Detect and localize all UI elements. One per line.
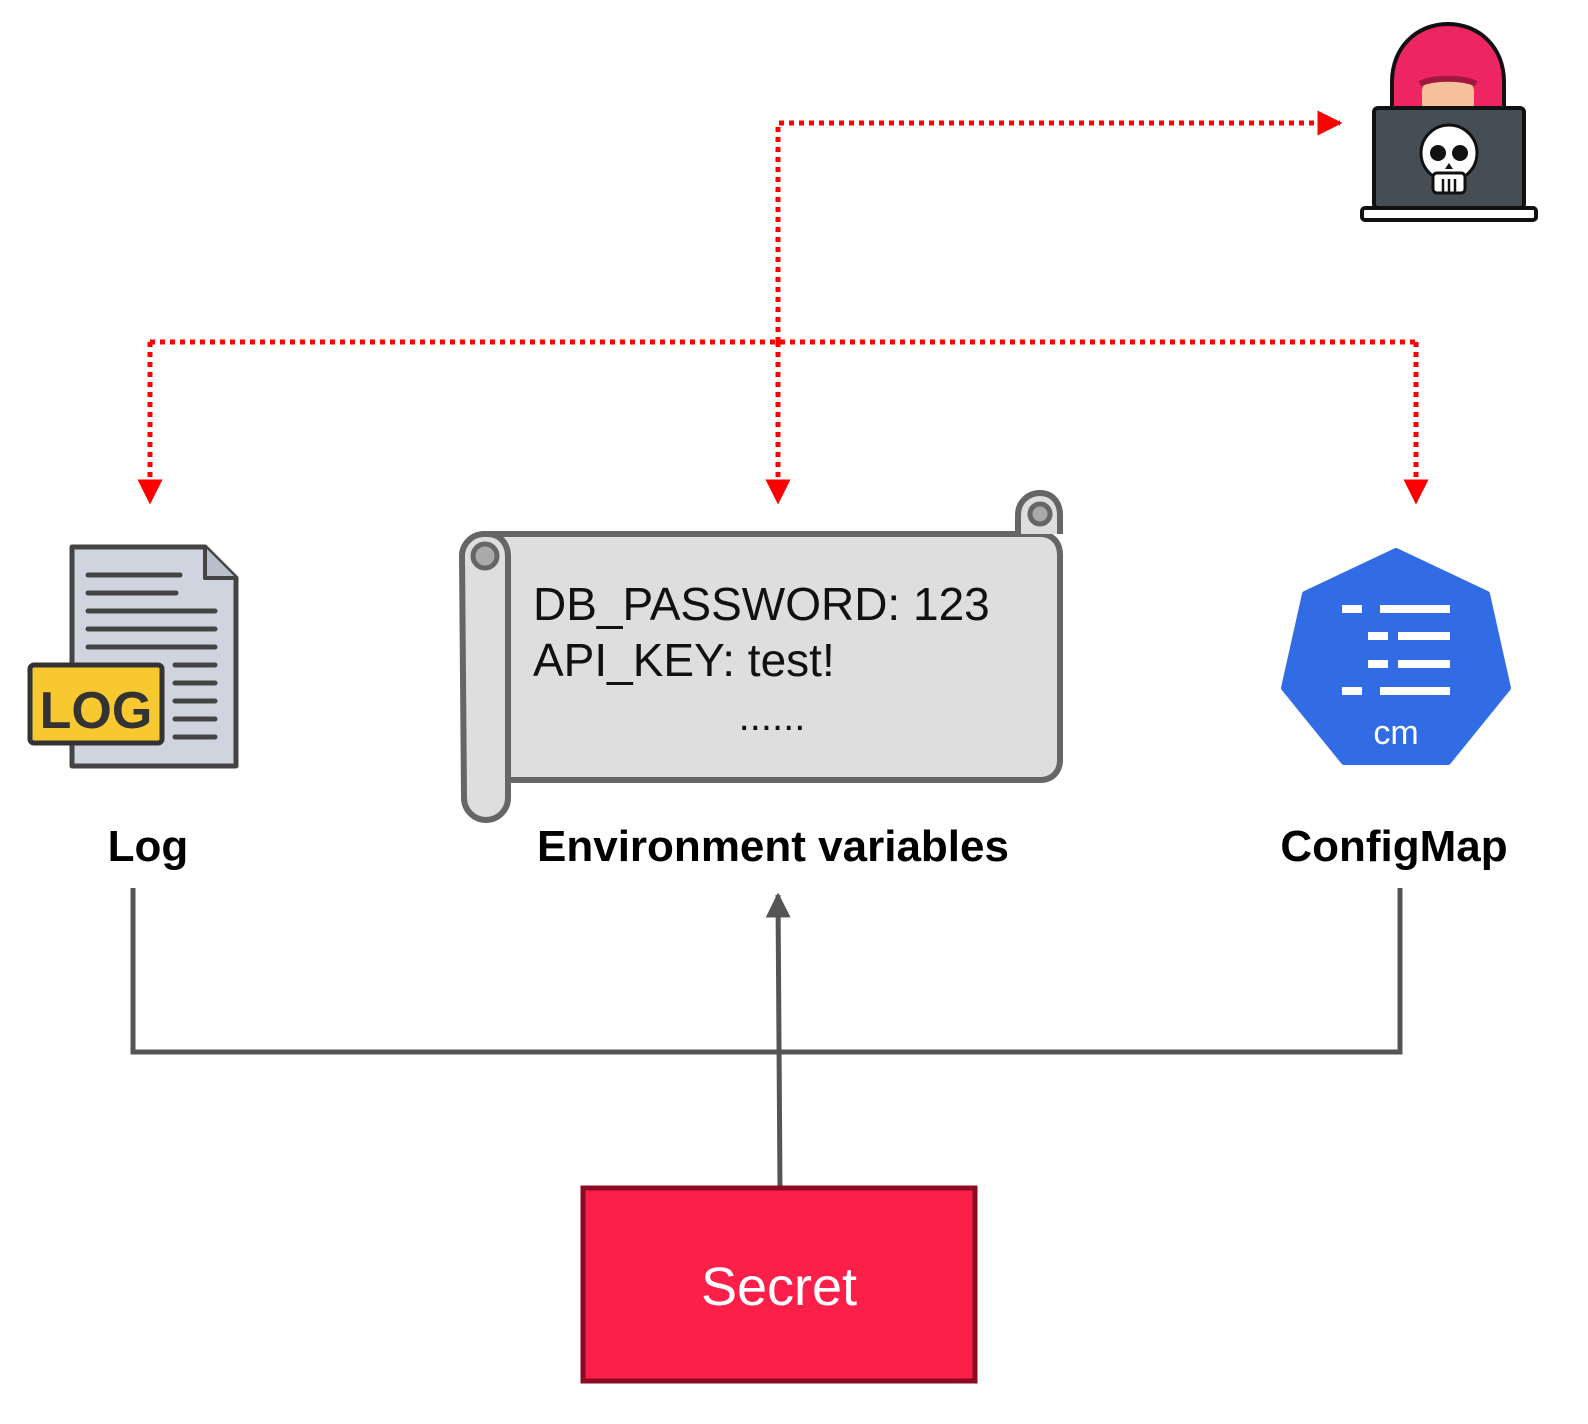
env-line-1: DB_PASSWORD: 123 <box>533 578 990 630</box>
env-line-3: ...... <box>739 695 806 739</box>
attack-paths <box>137 110 1429 505</box>
log-label: Log <box>108 822 189 871</box>
attack-path-to-attacker <box>775 110 1343 342</box>
log-file-icon: LOG <box>27 544 239 769</box>
flow-arrow-secret-to-env <box>765 892 791 1191</box>
secret-box: Secret <box>580 1185 978 1384</box>
scroll-icon: DB_PASSWORD: 123 API_KEY: test! ...... <box>458 489 1063 824</box>
configmap-label: ConfigMap <box>1280 822 1507 871</box>
env-label: Environment variables <box>537 822 1009 871</box>
env-line-2: API_KEY: test! <box>533 634 835 686</box>
configmap-icon-text: cm <box>1373 714 1418 752</box>
secret-label: Secret <box>701 1257 857 1317</box>
log-icon-text: LOG <box>40 682 153 740</box>
hacker-laptop-icon <box>1360 21 1538 222</box>
kubernetes-configmap-icon: cm <box>1281 548 1511 765</box>
flow-lines <box>130 888 1403 1191</box>
flow-line-log-configmap <box>130 888 1403 1055</box>
